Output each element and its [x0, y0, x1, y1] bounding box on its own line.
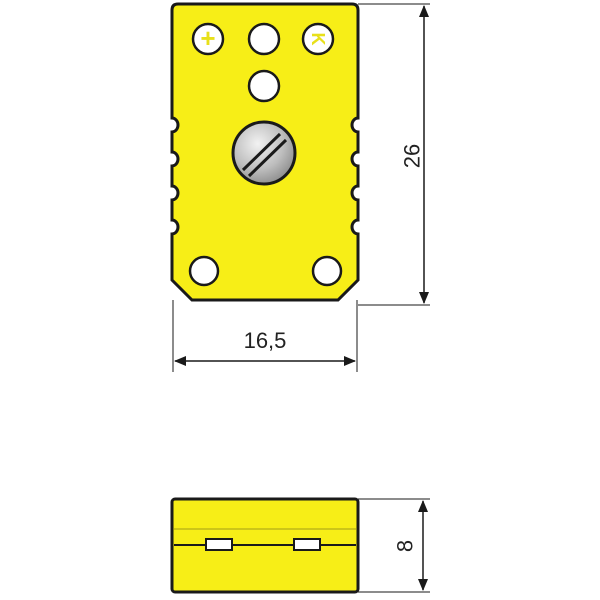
mounting-hole-right — [311, 255, 343, 287]
positive-terminal: + — [191, 22, 225, 56]
height-dimension-label: 26 — [400, 144, 425, 168]
side-view — [170, 497, 360, 594]
front-view: + K — [170, 2, 360, 302]
positive-terminal-label: + — [200, 23, 215, 53]
width-dimension: 16,5 — [172, 300, 358, 372]
depth-dimension-label: 8 — [393, 540, 418, 552]
negative-terminal: K — [301, 22, 335, 56]
pin-right — [293, 538, 321, 551]
slotted-screw — [231, 120, 297, 186]
width-dimension-label: 16,5 — [244, 328, 287, 353]
center-top-hole — [247, 22, 281, 56]
depth-dimension: 8 — [358, 498, 430, 593]
pin-left — [205, 538, 233, 551]
mounting-hole-left — [188, 255, 220, 287]
middle-hole — [247, 69, 281, 103]
thermocouple-type-label: K — [308, 33, 328, 46]
height-dimension: 26 — [358, 3, 430, 306]
